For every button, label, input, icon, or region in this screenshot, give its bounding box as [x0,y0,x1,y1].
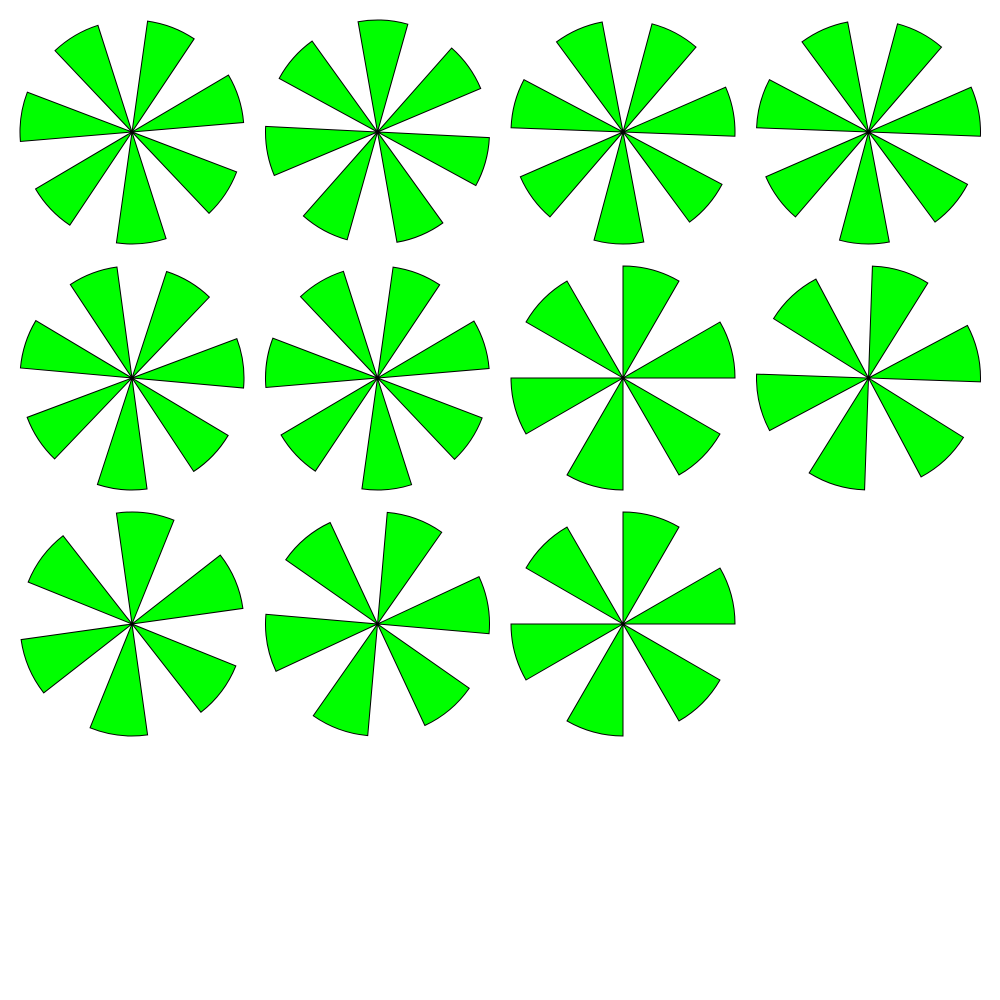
wedge [377,47,482,133]
wedge [622,511,680,626]
wedge [299,270,378,379]
wedge [131,20,195,133]
wedge [265,613,380,672]
wedge [765,131,869,218]
wedge [131,377,229,473]
wedge [130,622,237,713]
wedge [525,526,625,626]
wedge [115,511,175,626]
wedge [867,376,965,478]
wedge [555,21,624,133]
wedge [593,131,645,245]
wedge [621,622,721,722]
wedge [621,567,736,625]
wedge [756,373,871,432]
wedge [27,535,134,626]
wedge-figure [510,21,736,245]
wedge [131,270,211,379]
wedge [115,131,167,245]
wedge [510,377,625,435]
wedge [525,280,625,380]
wedge [375,576,490,635]
wedge [808,376,870,491]
wedge [302,131,378,241]
wedge [312,622,379,737]
wedge [867,265,929,380]
wedge-figure [265,266,490,491]
wedge [280,377,378,472]
wedge [772,278,870,380]
wedge [377,320,490,379]
wedge [285,521,379,626]
wedge [510,78,624,133]
wedge [756,78,869,133]
wedge-figure [756,21,981,245]
wedge [265,125,378,177]
wedge [519,131,624,218]
wedge [868,23,943,133]
wedge [566,622,624,737]
wedge-figure [20,511,244,737]
wedge [622,23,697,133]
wedge [20,623,134,694]
wedge [376,511,443,626]
wedge [621,321,736,379]
wedge [357,19,409,133]
wedge [377,131,444,243]
wedge [89,622,149,737]
wedge [838,131,890,245]
wedge [131,338,245,389]
wedge-figure [19,20,245,245]
wedge [510,623,625,681]
wedge [69,266,133,379]
wedge [622,265,680,380]
wedge [622,131,723,223]
wedge [96,377,148,491]
wedge [566,376,624,491]
wedge [26,377,133,460]
wedge [278,40,378,133]
wedge [866,324,981,383]
wedge [868,86,981,137]
wedge [621,376,721,476]
wedge [131,74,245,133]
wedge-figure [510,265,736,491]
wedge [377,131,490,187]
wedge-figure [265,511,490,737]
wedge [131,131,238,215]
wedge [622,86,736,137]
wedge [868,131,969,223]
wedge [19,319,133,379]
wedge [265,337,378,389]
wedge-figure [19,266,245,491]
wedge [361,377,413,491]
wedge [377,266,441,379]
wedge [377,377,483,461]
wedge [376,622,470,727]
wedge [801,21,869,133]
wedge [34,131,133,226]
wedge [130,554,244,625]
wedge-figure [756,265,981,491]
wedge [19,91,133,143]
wedge [54,24,133,133]
wedge-figure [265,19,490,243]
wedge-figure [510,511,736,737]
